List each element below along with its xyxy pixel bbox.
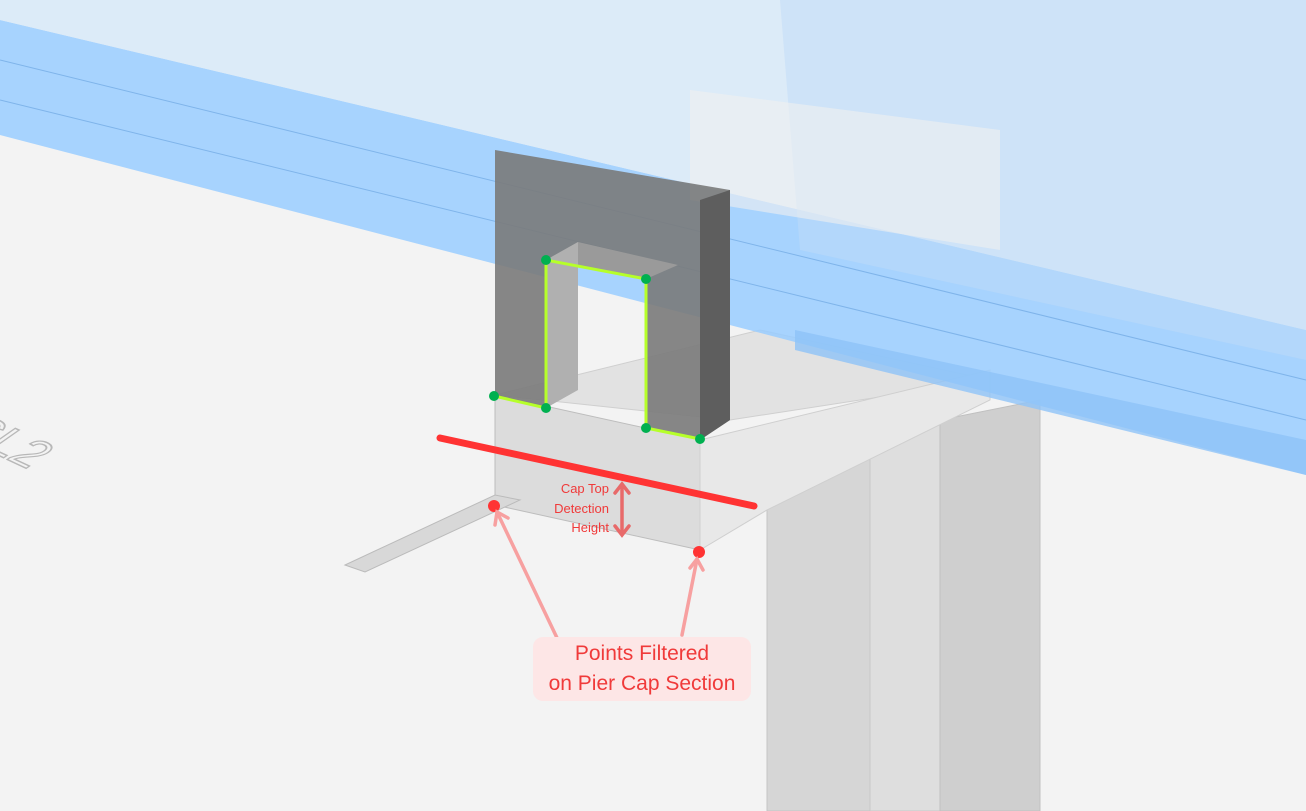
label-line: Height [571, 520, 609, 535]
points-filtered-callout: Points Filtered on Pier Cap Section [533, 637, 751, 701]
ground-strip [343, 494, 522, 573]
cap-top-detection-height-label: Cap Top Detection Height [530, 479, 609, 538]
callout-arrow-icon [493, 509, 705, 642]
height-double-arrow-icon [613, 481, 631, 538]
pier-cap-section-u [495, 150, 730, 440]
filtered-point [693, 546, 705, 558]
section-edge [493, 258, 701, 441]
label-line: Detection [554, 500, 609, 516]
callout-line: Points Filtered [574, 642, 710, 665]
ground-marking-sl2: SL2 [0, 407, 68, 476]
filtered-point [488, 500, 500, 512]
callout-line: on Pier Cap Section [548, 672, 736, 695]
section-points [489, 255, 705, 444]
label-line: Cap Top [560, 481, 609, 496]
cap-top-detection-line [436, 434, 758, 510]
